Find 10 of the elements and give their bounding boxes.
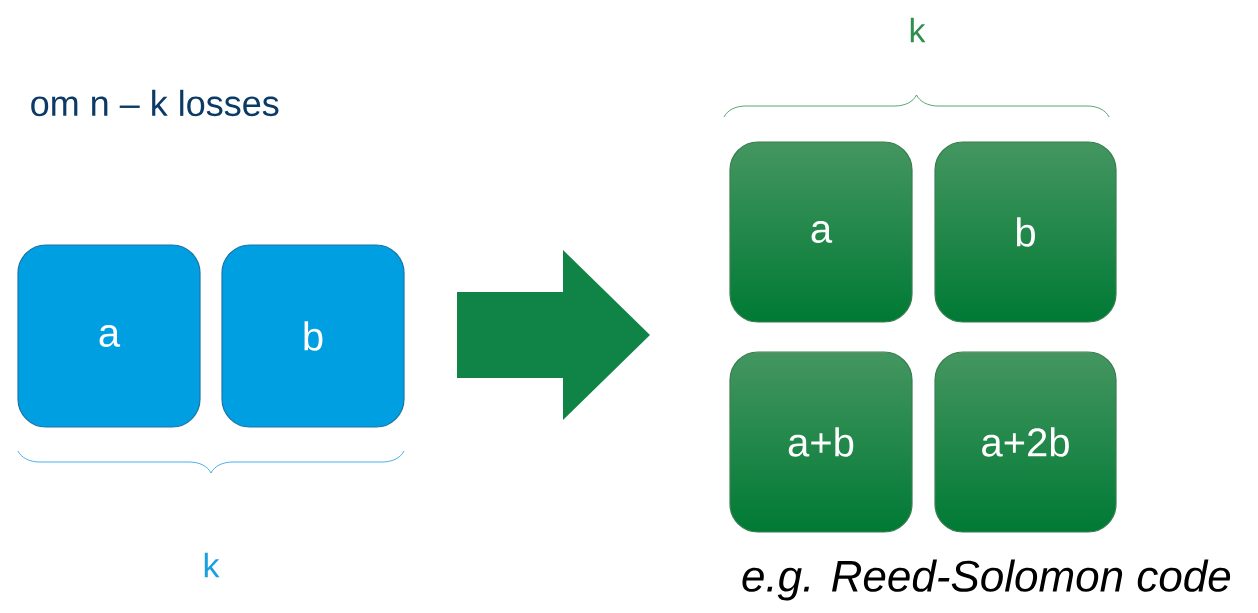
- heading-text: om n – k losses: [31, 89, 279, 117]
- rounded-box: a: [17, 244, 201, 428]
- rounded-box: a+b: [729, 351, 913, 533]
- caption: e.g. Reed-Solomon code: [742, 559, 1231, 601]
- rounded-box: b: [934, 141, 1117, 323]
- rounded-box: b: [221, 244, 405, 428]
- rounded-box: a+2b: [934, 351, 1117, 533]
- dimension-label: k: [204, 552, 220, 578]
- rounded-box: a: [729, 141, 913, 323]
- dimension-label: k: [910, 17, 926, 43]
